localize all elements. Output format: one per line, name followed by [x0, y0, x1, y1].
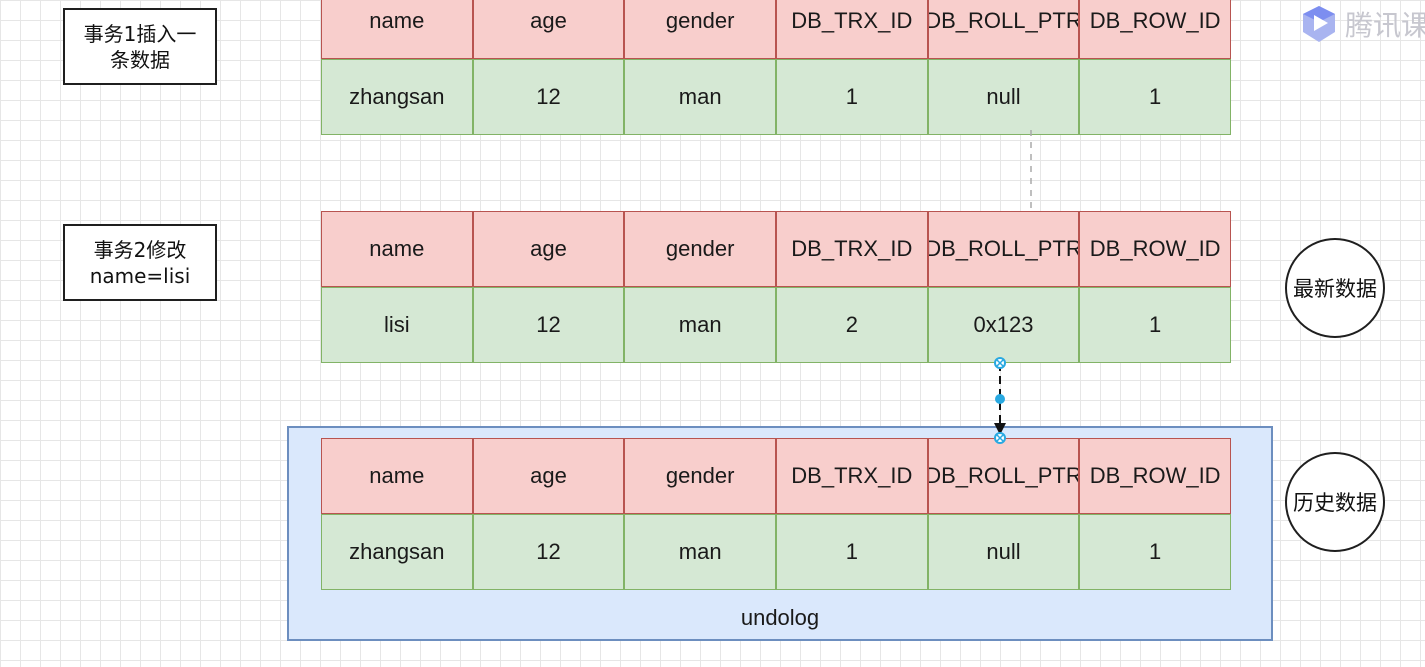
tx1-note: 事务1插入一 条数据 — [63, 8, 217, 85]
watermark-logo: 腾讯课 — [1297, 4, 1425, 44]
tx1-note-text: 事务1插入一 条数据 — [83, 21, 197, 72]
guide-line — [1030, 130, 1032, 210]
latest-data-circle: 最新数据 — [1285, 238, 1385, 338]
data-cell: zhangsan — [321, 59, 473, 135]
header-cell: DB_ROW_ID — [1079, 438, 1231, 514]
data-cell: 1 — [1079, 514, 1231, 590]
header-cell: gender — [624, 0, 776, 59]
header-cell: gender — [624, 211, 776, 287]
tx1-row-table: name age gender DB_TRX_ID DB_ROLL_PTR DB… — [321, 0, 1231, 135]
header-cell: DB_TRX_ID — [776, 0, 928, 59]
data-cell: lisi — [321, 287, 473, 363]
header-cell: name — [321, 438, 473, 514]
header-cell: DB_ROLL_PTR — [927, 438, 1080, 514]
latest-row-table: name age gender DB_TRX_ID DB_ROLL_PTR DB… — [321, 211, 1231, 363]
header-cell: age — [472, 211, 625, 287]
data-cell: 0x123 — [927, 287, 1080, 363]
header-cell: age — [472, 0, 625, 59]
header-cell: DB_ROLL_PTR — [927, 0, 1080, 59]
data-cell: 2 — [776, 287, 928, 363]
data-cell: 12 — [472, 514, 625, 590]
header-cell: name — [321, 211, 473, 287]
header-cell: DB_TRX_ID — [776, 211, 928, 287]
header-cell: DB_ROLL_PTR — [927, 211, 1080, 287]
watermark-text: 腾讯课 — [1345, 9, 1425, 42]
header-cell: gender — [624, 438, 776, 514]
data-cell: zhangsan — [321, 514, 473, 590]
header-cell: DB_ROW_ID — [1079, 211, 1231, 287]
header-cell: DB_ROW_ID — [1079, 0, 1231, 59]
data-cell: 1 — [1079, 287, 1231, 363]
data-cell: 1 — [776, 59, 928, 135]
header-cell: age — [472, 438, 625, 514]
header-cell: name — [321, 0, 473, 59]
latest-data-label: 最新数据 — [1293, 277, 1377, 301]
data-cell: man — [624, 514, 776, 590]
data-cell: 1 — [1079, 59, 1231, 135]
data-cell: man — [624, 59, 776, 135]
play-logo-icon — [1303, 6, 1335, 42]
tx2-note-text: 事务2修改 name=lisi — [89, 237, 191, 288]
history-data-label: 历史数据 — [1293, 491, 1377, 515]
history-data-circle: 历史数据 — [1285, 452, 1385, 552]
data-cell: null — [927, 514, 1080, 590]
history-row-table: name age gender DB_TRX_ID DB_ROLL_PTR DB… — [321, 438, 1231, 590]
data-cell: 12 — [472, 287, 625, 363]
header-cell: DB_TRX_ID — [776, 438, 928, 514]
data-cell: 1 — [776, 514, 928, 590]
data-cell: null — [927, 59, 1080, 135]
connector-midpoint-handle-icon[interactable] — [995, 394, 1005, 404]
data-cell: man — [624, 287, 776, 363]
tx2-note: 事务2修改 name=lisi — [63, 224, 217, 301]
data-cell: 12 — [472, 59, 625, 135]
undolog-label: undolog — [740, 605, 820, 630]
roll-pointer-connector[interactable] — [989, 355, 1011, 447]
